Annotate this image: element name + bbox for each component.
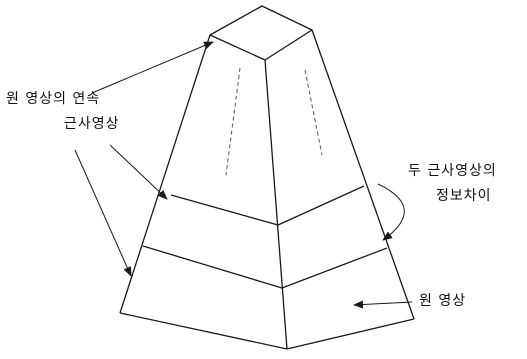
pyramid-level-lower <box>142 245 388 289</box>
arrow-to-top <box>91 41 214 94</box>
pyramid-base-right <box>286 318 415 350</box>
arrow-to-level-upper <box>109 144 168 200</box>
arrow-to-level-lower <box>74 149 132 277</box>
pyramid-front-edge <box>264 59 288 350</box>
label-continuous-approx-line1: 원 영상의 연속 <box>6 91 101 107</box>
pyramid-base-left <box>119 312 288 350</box>
pyramid-right-edge <box>311 29 415 320</box>
label-continuous-approx-line2: 근사영상 <box>64 116 120 132</box>
pyramid-left-edge <box>119 34 211 314</box>
pyramid-level-upper <box>170 185 365 226</box>
arrow-to-original <box>353 300 413 309</box>
label-original-image: 원 영상 <box>419 293 467 309</box>
arrow-info-difference <box>377 183 405 241</box>
hidden-line-left <box>225 67 241 176</box>
label-info-difference-line1: 두 근사영상의 <box>408 163 497 179</box>
label-info-difference-line2: 정보차이 <box>436 188 492 204</box>
pyramid-top-face <box>209 5 313 61</box>
hidden-line-right <box>304 69 323 156</box>
